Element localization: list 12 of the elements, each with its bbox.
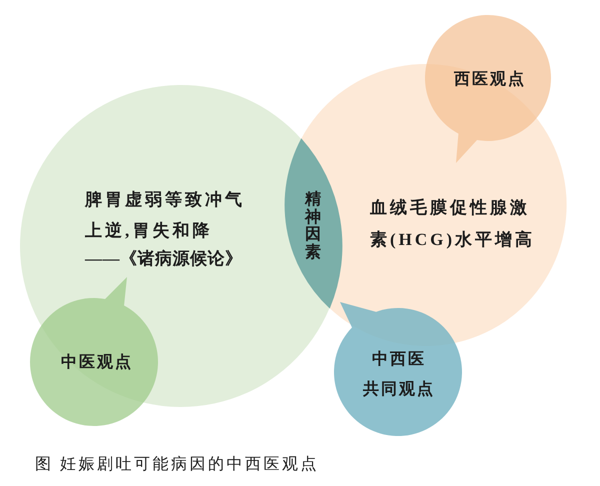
bubble-label: 中医观点 bbox=[61, 352, 133, 373]
bubble-label: 西医观点 bbox=[454, 70, 526, 90]
overlap-label: 精神因素 bbox=[305, 190, 321, 262]
source-citation: ——《诸病源候论》 bbox=[85, 248, 244, 270]
finding-text: 血绒毛膜促性腺激素(HCG)水平增高 bbox=[370, 197, 536, 251]
speech-bubble bbox=[425, 15, 551, 163]
bubble-label: 中西医共同观点 bbox=[362, 350, 436, 400]
speech-bubble bbox=[30, 277, 158, 426]
speech-bubble bbox=[334, 302, 462, 436]
figure-caption: 图 妊娠剧吐可能病因的中西医观点 bbox=[35, 454, 319, 475]
quote-text: 脾胃虚弱等致冲气上逆,胃失和降 bbox=[85, 189, 246, 242]
overlap-lens bbox=[285, 139, 342, 308]
